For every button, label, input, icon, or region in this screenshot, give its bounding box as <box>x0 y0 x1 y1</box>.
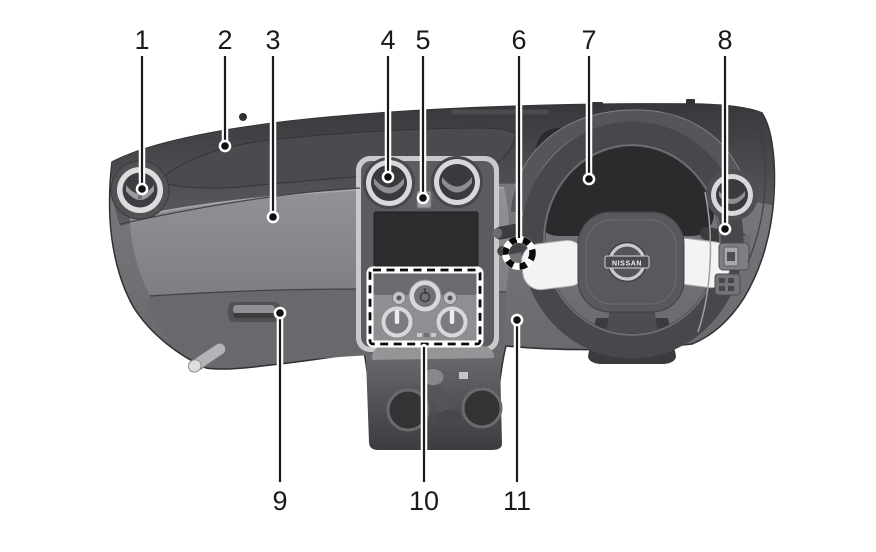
callout-4-label: 4 <box>380 25 395 55</box>
callout-8-label: 8 <box>717 25 732 55</box>
callout-11: 11 <box>503 313 531 516</box>
callout-7: 7 <box>581 25 597 186</box>
callout-10-label: 10 <box>409 486 439 516</box>
callout-3-label: 3 <box>265 25 280 55</box>
callout-10: 10 <box>409 343 439 516</box>
right-dash-seam <box>747 117 766 263</box>
right-air-vent <box>706 169 758 221</box>
nissan-badge: NISSAN <box>604 242 650 282</box>
defrost-slot <box>449 108 551 116</box>
climate-button-left <box>392 291 406 305</box>
temperature-knob <box>435 305 469 339</box>
hood-release-lever <box>187 342 227 373</box>
glove-box-handle-shadow <box>233 313 275 318</box>
callout-6-label: 6 <box>511 25 526 55</box>
audio-display <box>373 211 479 267</box>
glove-box-handle-lip <box>233 305 275 314</box>
callout-8: 8 <box>717 25 733 236</box>
steering-wheel-rim-inner-highlight <box>543 144 721 336</box>
dashboard-illustration: NISSAN <box>108 99 776 450</box>
callout-2-label: 2 <box>217 25 232 55</box>
climate-mode-knob <box>408 279 442 313</box>
climate-control-panel <box>371 271 479 343</box>
lower-switch-bank <box>714 273 741 296</box>
callouts: 1 2 3 4 5 <box>134 25 732 516</box>
top-edge-detail-1 <box>592 102 603 109</box>
steering-hub-inner <box>585 219 677 305</box>
cup-holder-left <box>386 388 430 432</box>
callout-2: 2 <box>217 25 233 153</box>
mirror-control-switch <box>718 242 750 271</box>
callout-7-label: 7 <box>581 25 596 55</box>
callout-9-label: 9 <box>272 486 287 516</box>
callout-11-label: 11 <box>503 486 531 516</box>
callout-6: 6 <box>511 25 527 242</box>
steering-wheel-rim <box>520 121 744 359</box>
fan-knob <box>380 305 414 339</box>
climate-indicator-2 <box>424 333 429 337</box>
right-panel-edge <box>697 191 712 333</box>
climate-indicator-3 <box>431 333 436 337</box>
callout-1: 1 <box>134 25 150 196</box>
center-right-air-vent <box>431 156 483 208</box>
climate-indicator-1 <box>417 333 422 337</box>
nissan-badge-text: NISSAN <box>612 261 642 268</box>
center-console <box>366 346 503 450</box>
callout-5-label: 5 <box>415 25 430 55</box>
cup-holder-right <box>461 387 503 429</box>
callout-4: 4 <box>380 25 396 184</box>
callout-1-label: 1 <box>134 25 149 55</box>
callout-3: 3 <box>265 25 281 224</box>
top-edge-detail-2 <box>686 99 695 105</box>
center-stack <box>356 156 499 352</box>
dash-sensor-dot-left <box>239 113 247 121</box>
climate-button-right <box>443 291 457 305</box>
callout-5: 5 <box>415 25 431 205</box>
gear-shifter <box>421 368 468 426</box>
callout-9: 9 <box>272 306 288 516</box>
